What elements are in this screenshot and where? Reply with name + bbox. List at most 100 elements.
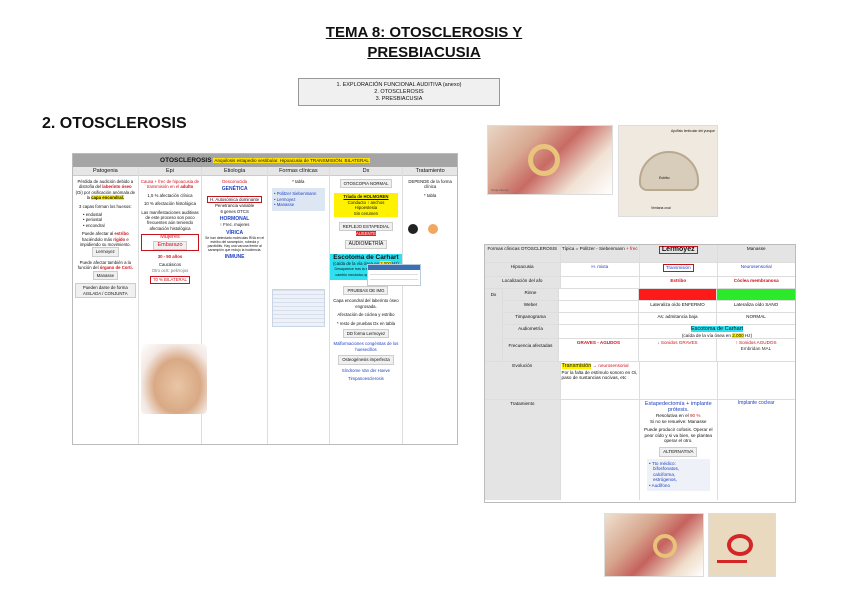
row-label: Localización del afo xyxy=(485,277,561,288)
diagram-label: Apófisis lenticular del yunque xyxy=(671,129,715,133)
col-patogenia: Patogenia Pérdida de audición debido a d… xyxy=(73,167,139,444)
table-cell: Implante coclear xyxy=(737,400,775,406)
audiogram-table-thumbnail xyxy=(367,264,421,286)
epi-p5: Mujeres Embarazo xyxy=(140,234,200,252)
dx-p7: DD forma Lermoyez xyxy=(342,328,390,339)
table-cell xyxy=(640,362,718,399)
col-header: Epi xyxy=(138,167,202,176)
col-tratamiento: Tratamiento DEPENDE de la forma clínica … xyxy=(403,167,457,444)
doc-title-line2: PRESBIACUSIA xyxy=(367,44,481,61)
col-header: Etiología xyxy=(202,167,267,176)
table-cell: NORMAL xyxy=(746,314,766,319)
row-label: Rinne xyxy=(503,289,559,300)
table-header-cell: Típica = Politzer - Siebenmann + frec xyxy=(560,245,640,262)
table-cell xyxy=(559,325,639,338)
table-cell: GRAVES - AGUDOS xyxy=(559,339,639,361)
stapes-shape xyxy=(639,151,699,191)
table-cell xyxy=(561,400,640,500)
trat-p1: DEPENDE de la forma clínica xyxy=(408,179,452,190)
col-formas: Formas clínicas * tabla • Politzer Siebe… xyxy=(267,167,330,444)
row-label: Tratamiento xyxy=(485,400,561,500)
index-item: 1. EXPLORACIÓN FUNCIONAL AUDITIVA (anexo… xyxy=(336,82,462,88)
etio-p5b: Se han detectado moléculas RNA en el est… xyxy=(205,236,265,253)
epi-p6: 30 - 50 años xyxy=(157,254,183,260)
dx-p6: PRUEBAS DE IMG xyxy=(343,285,389,296)
table-cell: Transmisión xyxy=(640,263,718,276)
table-title-text: OTOSCLEROSIS xyxy=(160,157,212,164)
table-cell xyxy=(561,277,640,288)
highlight-circle xyxy=(727,534,753,556)
index-item: 2. OTOSCLEROSIS xyxy=(374,89,424,95)
table-cell: Lateraliza oído SANO xyxy=(733,302,779,307)
alternatives-list: • Tto médico: bifosfonatos, calciforma, … xyxy=(647,458,710,491)
patogenia-layers: • endostal• periostal• encondral xyxy=(83,212,105,228)
ear-icon xyxy=(408,224,418,234)
table-title: OTOSCLEROSIS Anquilosis estapedio vestib… xyxy=(73,154,457,167)
dx-p1: OTOSCOPIA NORMAL xyxy=(339,179,393,189)
row-label: Frecuencia afectadas xyxy=(503,339,559,361)
table-cell xyxy=(717,289,795,300)
table-cell xyxy=(559,313,639,324)
patogenia-p4: Puede afectar también a la función del ó… xyxy=(75,260,136,281)
patogenia-p5: Pueden darse de forma AISLADA / CONJUNTA xyxy=(75,283,136,298)
table-cell: As: admitancia baja xyxy=(639,313,717,324)
epi-p1: Causa + frec de hipoacusia de transmisió… xyxy=(140,179,200,190)
cochlea-shape xyxy=(528,144,560,176)
table-row: Localización del afo Estribo Cóclea memb… xyxy=(485,277,795,289)
index-box: 1. EXPLORACIÓN FUNCIONAL AUDITIVA (anexo… xyxy=(298,78,500,106)
dx-p7b: Malformaciones congénitas de los hueseci… xyxy=(333,341,399,352)
table-cell xyxy=(718,362,796,399)
col-header: Dx xyxy=(329,167,403,176)
col-dx: Dx OTOSCOPIA NORMAL Tríada de HOLMGREN C… xyxy=(329,167,404,444)
table-row: Weber Lateraliza oído ENFERMO Lateraliza… xyxy=(503,301,795,313)
table-row: Evolución Transmisión → neurosensorial P… xyxy=(485,362,795,400)
dx-label: Dx xyxy=(485,289,503,361)
table-cell: Estribo xyxy=(640,277,718,288)
col-epi: Epi Causa + frec de hipoacusia de transm… xyxy=(138,167,203,444)
dx-p7d: Síndrome Van der Hoeve xyxy=(341,367,391,373)
row-label: Weber xyxy=(503,301,559,312)
trat-p2: * tabla xyxy=(424,192,437,198)
table-cell: Escotoma de Carhart (caída de la vía óse… xyxy=(681,326,753,338)
dx-p6c: Afectación de cóclea y estribo xyxy=(337,312,395,318)
pregnancy-photo xyxy=(141,344,207,414)
epi-p2: 1,5 % afectación clínica xyxy=(147,192,193,198)
dx-block: Dx Rinne Weber Lateraliza oído ENFERMO L… xyxy=(485,289,795,362)
table-cell: ↓ Sonidos GRAVES xyxy=(639,339,717,361)
clinical-forms-table: Formas clínicas OTOSCLEROSIS Típica = Po… xyxy=(484,244,796,503)
row-label: Hipoacusia xyxy=(485,263,561,276)
ear-anatomy-image-2 xyxy=(604,513,704,577)
patogenia-p2: 3 capas forman los huesos: xyxy=(79,203,132,209)
table-row: Frecuencia afectadas GRAVES - AGUDOS ↓ S… xyxy=(503,339,795,361)
arrow-icon xyxy=(717,560,747,563)
table-header-cell: Manasse xyxy=(717,245,795,262)
list-item: • Lermoyez xyxy=(273,196,296,202)
table-header-cell: Formas clínicas OTOSCLEROSIS xyxy=(485,245,561,262)
table-cell: Estapedectomía + implante prótesis. Reso… xyxy=(640,400,718,500)
etio-p4b: ↑ Frec. mujeres xyxy=(219,222,250,228)
table-cell: Lateraliza oído ENFERMO xyxy=(639,301,717,312)
etio-p2: GENÉTICA xyxy=(221,186,248,193)
etio-p6: INMUNE xyxy=(224,254,245,261)
table-row: Hipoacusia H. mixta Transmisión Neurosen… xyxy=(485,263,795,277)
table-cell xyxy=(559,301,639,312)
table-row: Timpanograma As: admitancia baja NORMAL xyxy=(503,313,795,325)
table-cell: H. mixta xyxy=(561,263,640,276)
row-label: Audiometría xyxy=(503,325,559,338)
cochlea-shape xyxy=(653,534,677,558)
col-etiologia: Etiología Desconocida GENÉTICA H. Autosó… xyxy=(202,167,268,444)
list-item: • Politzer Siebenmann xyxy=(273,191,317,197)
table-subtitle: Anquilosis estapedio vestibular. Hipoacu… xyxy=(213,158,370,163)
stapes-closeup-image xyxy=(708,513,776,577)
table-cell: Cóclea membranosa xyxy=(733,278,779,283)
epi-p3: 10 % afectación histológica xyxy=(143,201,197,207)
formas-list: • Politzer Siebenmann • Lermoyez • Manas… xyxy=(271,188,325,211)
table-row: Rinne xyxy=(503,289,795,301)
dx-p4: AUDIOMETRÍA xyxy=(344,239,388,250)
otosclerosis-table: OTOSCLEROSIS Anquilosis estapedio vestib… xyxy=(72,153,458,445)
dx-p6b: Capa encondral del laberinto óseo engros… xyxy=(333,298,399,309)
col-header: Tratamiento xyxy=(403,167,457,176)
audiogram-thumbnail xyxy=(271,288,325,327)
